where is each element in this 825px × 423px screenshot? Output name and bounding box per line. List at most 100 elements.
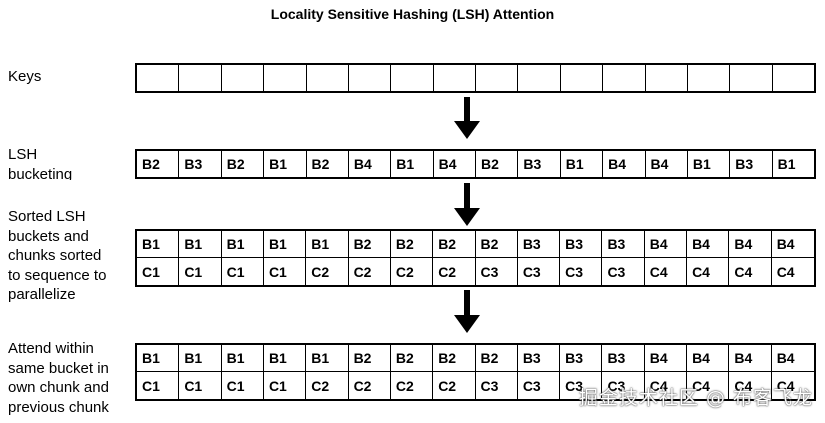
bucket-cell: B3	[518, 151, 561, 177]
key-cell	[773, 65, 814, 91]
chunk-cell: C4	[687, 258, 730, 285]
chunk-cell: C1	[137, 372, 180, 399]
bucket-cell: B1	[221, 345, 264, 372]
label-keys: Keys	[8, 68, 42, 85]
chunk-cell: C3	[518, 258, 561, 285]
chunk-cell: C1	[179, 372, 222, 399]
bucket-cell: B2	[307, 151, 349, 177]
chunk-cell: C3	[560, 372, 603, 399]
chunk-cell: C3	[476, 258, 518, 285]
bucket-cell: B3	[602, 231, 645, 258]
key-cell	[688, 65, 731, 91]
bucket-cell: B2	[348, 231, 391, 258]
bucket-cell: B2	[390, 231, 434, 258]
chunk-cell: C2	[306, 372, 349, 399]
chunk-cell: C1	[222, 258, 264, 285]
chunk-cell: C2	[433, 258, 476, 285]
bucket-cell: B1	[221, 231, 264, 258]
bucket-cell: B4	[434, 151, 476, 177]
bucket-cell: B4	[644, 231, 688, 258]
chunk-cell: C3	[476, 372, 518, 399]
key-cell	[391, 65, 434, 91]
bucket-cell: B2	[222, 151, 265, 177]
key-cell	[137, 65, 180, 91]
bucket-cell: B4	[771, 231, 814, 258]
bucket-cell: B3	[602, 345, 645, 372]
key-cell	[476, 65, 519, 91]
bucket-cell: B2	[476, 151, 519, 177]
bucket-cell: B4	[729, 231, 772, 258]
bucket-cell: B3	[560, 345, 603, 372]
key-cell	[434, 65, 476, 91]
bucket-cell: B1	[179, 231, 222, 258]
bucket-cell: B3	[560, 231, 603, 258]
bucket-cell: B1	[137, 345, 180, 372]
key-cell	[349, 65, 392, 91]
label-sorted-buckets: Sorted LSH buckets and chunks sorted to …	[8, 208, 107, 303]
bucket-cell: B1	[263, 231, 307, 258]
key-cell	[603, 65, 646, 91]
bucket-cell: B2	[433, 231, 476, 258]
bucket-cell: B3	[730, 151, 773, 177]
chunk-cell: C2	[433, 372, 476, 399]
bucket-cell: B1	[179, 345, 222, 372]
bucket-cell: B3	[517, 345, 561, 372]
label-attend-within: Attend within same bucket in own chunk a…	[8, 340, 109, 416]
chunk-cell: C3	[518, 372, 561, 399]
bucket-cell: B1	[263, 345, 307, 372]
bucket-cell: B4	[771, 345, 814, 372]
bucket-cell: B2	[475, 345, 518, 372]
bucket-cell: B2	[390, 345, 434, 372]
chunk-cell: C4	[645, 372, 688, 399]
chunk-cell: C1	[222, 372, 264, 399]
diagram-title: Locality Sensitive Hashing (LSH) Attenti…	[270, 6, 555, 22]
bucket-cell: B4	[687, 231, 730, 258]
bucket-cell: B4	[687, 345, 730, 372]
chunk-cell: C1	[137, 258, 180, 285]
chunk-cell: C4	[729, 258, 772, 285]
chunk-cell: C4	[729, 372, 772, 399]
chunk-cell: C4	[687, 372, 730, 399]
bucket-cell: B1	[777, 156, 796, 172]
chunk-cell: C2	[349, 372, 391, 399]
key-cell	[518, 65, 561, 91]
bucket-cell: B1	[264, 151, 307, 177]
chunk-cell: C4	[776, 263, 795, 280]
key-cell	[730, 65, 773, 91]
keys-row	[135, 63, 816, 93]
bucket-cell: B4	[644, 345, 688, 372]
chunk-cell: C1	[264, 258, 307, 285]
key-cell	[179, 65, 222, 91]
key-cell	[222, 65, 265, 91]
down-arrow-icon	[454, 183, 480, 226]
chunk-cell: C3	[602, 258, 645, 285]
chunk-cell: C3	[602, 372, 645, 399]
chunk-cell: C2	[391, 258, 434, 285]
chunk-cell: C1	[264, 372, 307, 399]
down-arrow-icon	[454, 290, 480, 333]
bucket-cell: B3	[179, 151, 222, 177]
chunk-cell: C4	[645, 258, 688, 285]
bucket-cell: B1	[561, 151, 604, 177]
chunk-cell: C2	[391, 372, 434, 399]
bucket-cell: B4	[646, 151, 688, 177]
bucket-cell: B1	[306, 345, 349, 372]
key-cell	[307, 65, 349, 91]
key-cell	[561, 65, 604, 91]
bucket-cell: B4	[603, 151, 646, 177]
bucket-cell: B1	[688, 151, 731, 177]
key-cell	[646, 65, 688, 91]
bucket-cell: B1	[137, 231, 180, 258]
chunk-cell: C2	[306, 258, 349, 285]
chunk-cell: C2	[349, 258, 391, 285]
bucket-cell: B2	[475, 231, 518, 258]
chunk-cell: C3	[560, 258, 603, 285]
key-cell	[264, 65, 307, 91]
bucket-cell: B2	[137, 151, 180, 177]
bucket-cell: B2	[348, 345, 391, 372]
label-lsh-bucketing: LSH bucketing	[8, 146, 73, 180]
down-arrow-icon	[454, 97, 480, 139]
